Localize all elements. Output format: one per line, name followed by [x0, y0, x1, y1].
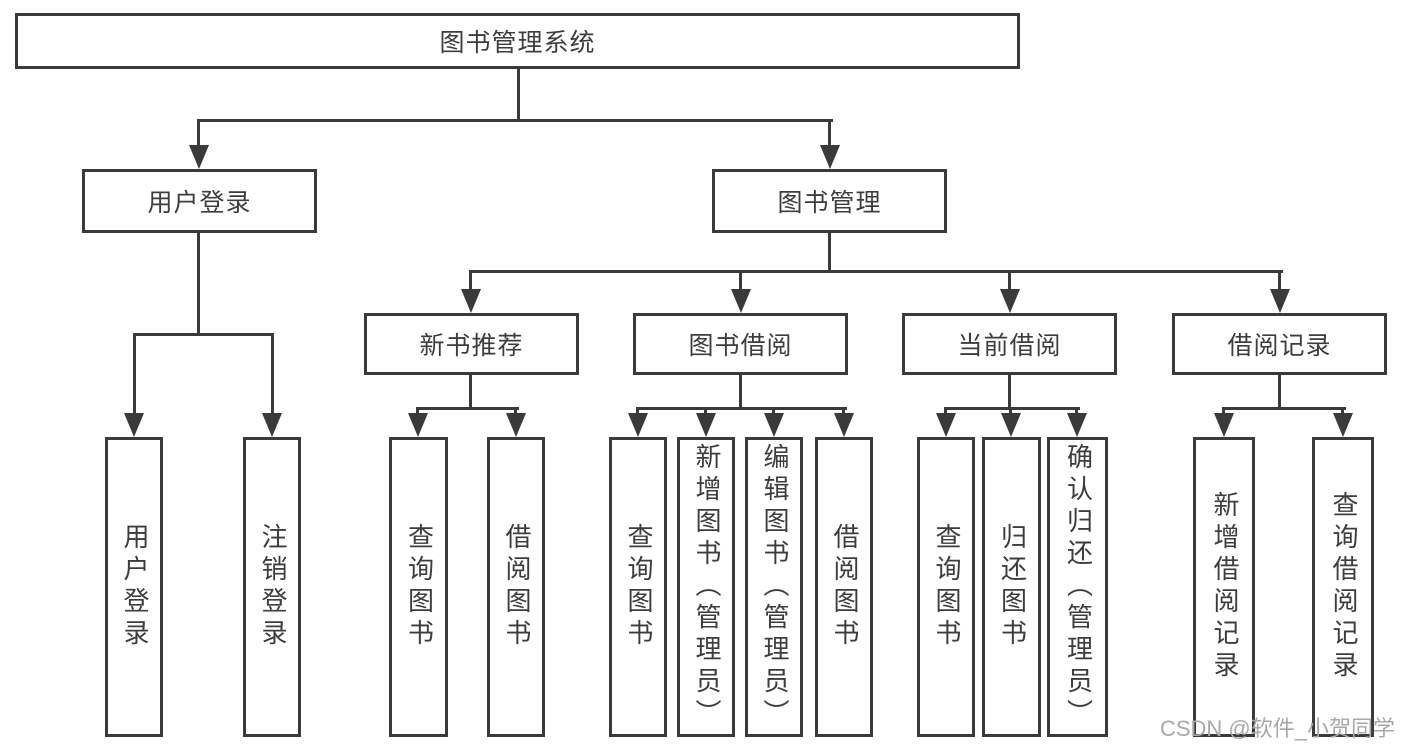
edge-stem-borrow-records: [1278, 270, 1281, 291]
leaf-add-borrow-record: 新增借阅记录: [1193, 437, 1255, 737]
leaf-confirm-return-admin-label: 确认归还（管理员）: [1063, 443, 1094, 731]
edge-stem-current-borrow: [1008, 270, 1011, 291]
edge-stem-leaf: [636, 407, 639, 417]
edge-root-trunk: [517, 69, 520, 122]
arrowhead-down-icon: [1270, 289, 1290, 313]
arrowhead-down-icon: [628, 413, 648, 437]
edge-borrow-hline: [637, 407, 847, 410]
edge-stem-leaf: [772, 407, 775, 417]
arrowhead-down-icon: [764, 413, 784, 437]
leaf-borrow-books-label: 借阅图书: [829, 523, 860, 651]
leaf-query-borrow-record: 查询借阅记录: [1312, 437, 1374, 737]
node-new-book-recommend: 新书推荐: [364, 313, 579, 375]
arrowhead-down-icon: [1001, 413, 1021, 437]
leaf-recommend-query-books: 查询图书: [389, 437, 448, 737]
arrowhead-down-icon: [1000, 289, 1020, 313]
edge-current-hline: [944, 407, 1080, 410]
edge-stem-leaf: [704, 407, 707, 417]
leaf-logout-label: 注销登录: [257, 523, 288, 651]
edge-stem-leaf: [1009, 407, 1012, 417]
node-user-login: 用户登录: [82, 169, 317, 233]
leaf-current-query-books-label: 查询图书: [931, 523, 962, 651]
edge-stem-leaf: [1075, 407, 1078, 417]
arrowhead-down-icon: [834, 413, 854, 437]
arrowhead-down-icon: [408, 413, 428, 437]
edge-stem-leaf: [1341, 407, 1344, 417]
leaf-return-books-label: 归还图书: [997, 523, 1028, 651]
arrowhead-down-icon: [506, 413, 526, 437]
arrowhead-down-icon: [189, 145, 209, 169]
edge-stem-new-book-recommend: [469, 270, 472, 291]
edge-recommend-hline: [417, 407, 519, 410]
arrowhead-down-icon: [696, 413, 716, 437]
edge-stem-book-borrow: [739, 270, 742, 291]
leaf-recommend-query-books-label: 查询图书: [404, 523, 435, 651]
edge-stem-leaf: [842, 407, 845, 417]
leaf-current-query-books: 查询图书: [917, 437, 975, 737]
node-book-borrow-label: 图书借阅: [688, 332, 793, 360]
edge-current-trunk: [1008, 375, 1011, 410]
leaf-add-books-admin: 新增图书（管理员）: [677, 437, 735, 737]
node-new-book-recommend-label: 新书推荐: [419, 332, 524, 360]
leaf-borrow-query-books-label: 查询图书: [623, 523, 654, 651]
node-root-label: 图书管理系统: [439, 29, 596, 57]
edge-stem-leaf: [944, 407, 947, 417]
arrowhead-down-icon: [124, 413, 144, 437]
leaf-borrow-query-books: 查询图书: [609, 437, 667, 737]
node-book-management-label: 图书管理: [777, 189, 882, 217]
leaf-recommend-borrow-books-label: 借阅图书: [501, 523, 532, 651]
node-current-borrow-label: 当前借阅: [957, 332, 1062, 360]
arrowhead-down-icon: [1067, 413, 1087, 437]
arrowhead-down-icon: [936, 413, 956, 437]
edge-stem-user-login: [197, 119, 200, 148]
leaf-edit-books-admin-label: 编辑图书（管理员）: [759, 443, 790, 731]
arrowhead-down-icon: [1333, 413, 1353, 437]
edge-user-login-hline: [133, 333, 274, 336]
arrowhead-down-icon: [262, 413, 282, 437]
leaf-user-login-label: 用户登录: [119, 523, 150, 651]
edge-records-hline: [1222, 407, 1346, 410]
edge-stem-leaf: [416, 407, 419, 417]
edge-stem-leaf-logout: [271, 333, 274, 416]
leaf-logout: 注销登录: [243, 437, 301, 737]
leaf-recommend-borrow-books: 借阅图书: [487, 437, 545, 737]
edge-records-trunk: [1278, 375, 1281, 410]
leaf-edit-books-admin: 编辑图书（管理员）: [745, 437, 803, 737]
leaf-return-books: 归还图书: [982, 437, 1041, 737]
edge-recommend-trunk: [469, 375, 472, 410]
leaf-borrow-books: 借阅图书: [815, 437, 873, 737]
node-borrow-records-label: 借阅记录: [1227, 332, 1332, 360]
edge-level2-hline: [197, 119, 833, 122]
edge-stem-leaf: [1222, 407, 1225, 417]
node-root: 图书管理系统: [15, 13, 1020, 69]
leaf-query-borrow-record-label: 查询借阅记录: [1328, 491, 1359, 683]
edge-level3-hline: [471, 270, 1283, 273]
node-book-borrow: 图书借阅: [633, 313, 848, 375]
node-borrow-records: 借阅记录: [1172, 313, 1387, 375]
leaf-add-borrow-record-label: 新增借阅记录: [1209, 491, 1240, 683]
leaf-confirm-return-admin: 确认归还（管理员）: [1047, 437, 1108, 737]
arrowhead-down-icon: [461, 289, 481, 313]
edge-stem-leaf-user-login: [133, 333, 136, 416]
edge-stem-leaf: [514, 407, 517, 417]
edge-borrow-trunk: [739, 375, 742, 410]
node-current-borrow: 当前借阅: [902, 313, 1117, 375]
arrowhead-down-icon: [1214, 413, 1234, 437]
node-book-management: 图书管理: [712, 169, 947, 233]
arrowhead-down-icon: [820, 145, 840, 169]
edge-book-management-trunk: [828, 233, 831, 273]
csdn-watermark: CSDN @软件_小贺同学: [1159, 716, 1395, 741]
leaf-add-books-admin-label: 新增图书（管理员）: [691, 443, 722, 731]
leaf-user-login: 用户登录: [105, 437, 163, 737]
node-user-login-label: 用户登录: [147, 189, 252, 217]
edge-user-login-trunk: [197, 233, 200, 336]
arrowhead-down-icon: [731, 289, 751, 313]
edge-stem-book-management: [828, 119, 831, 148]
